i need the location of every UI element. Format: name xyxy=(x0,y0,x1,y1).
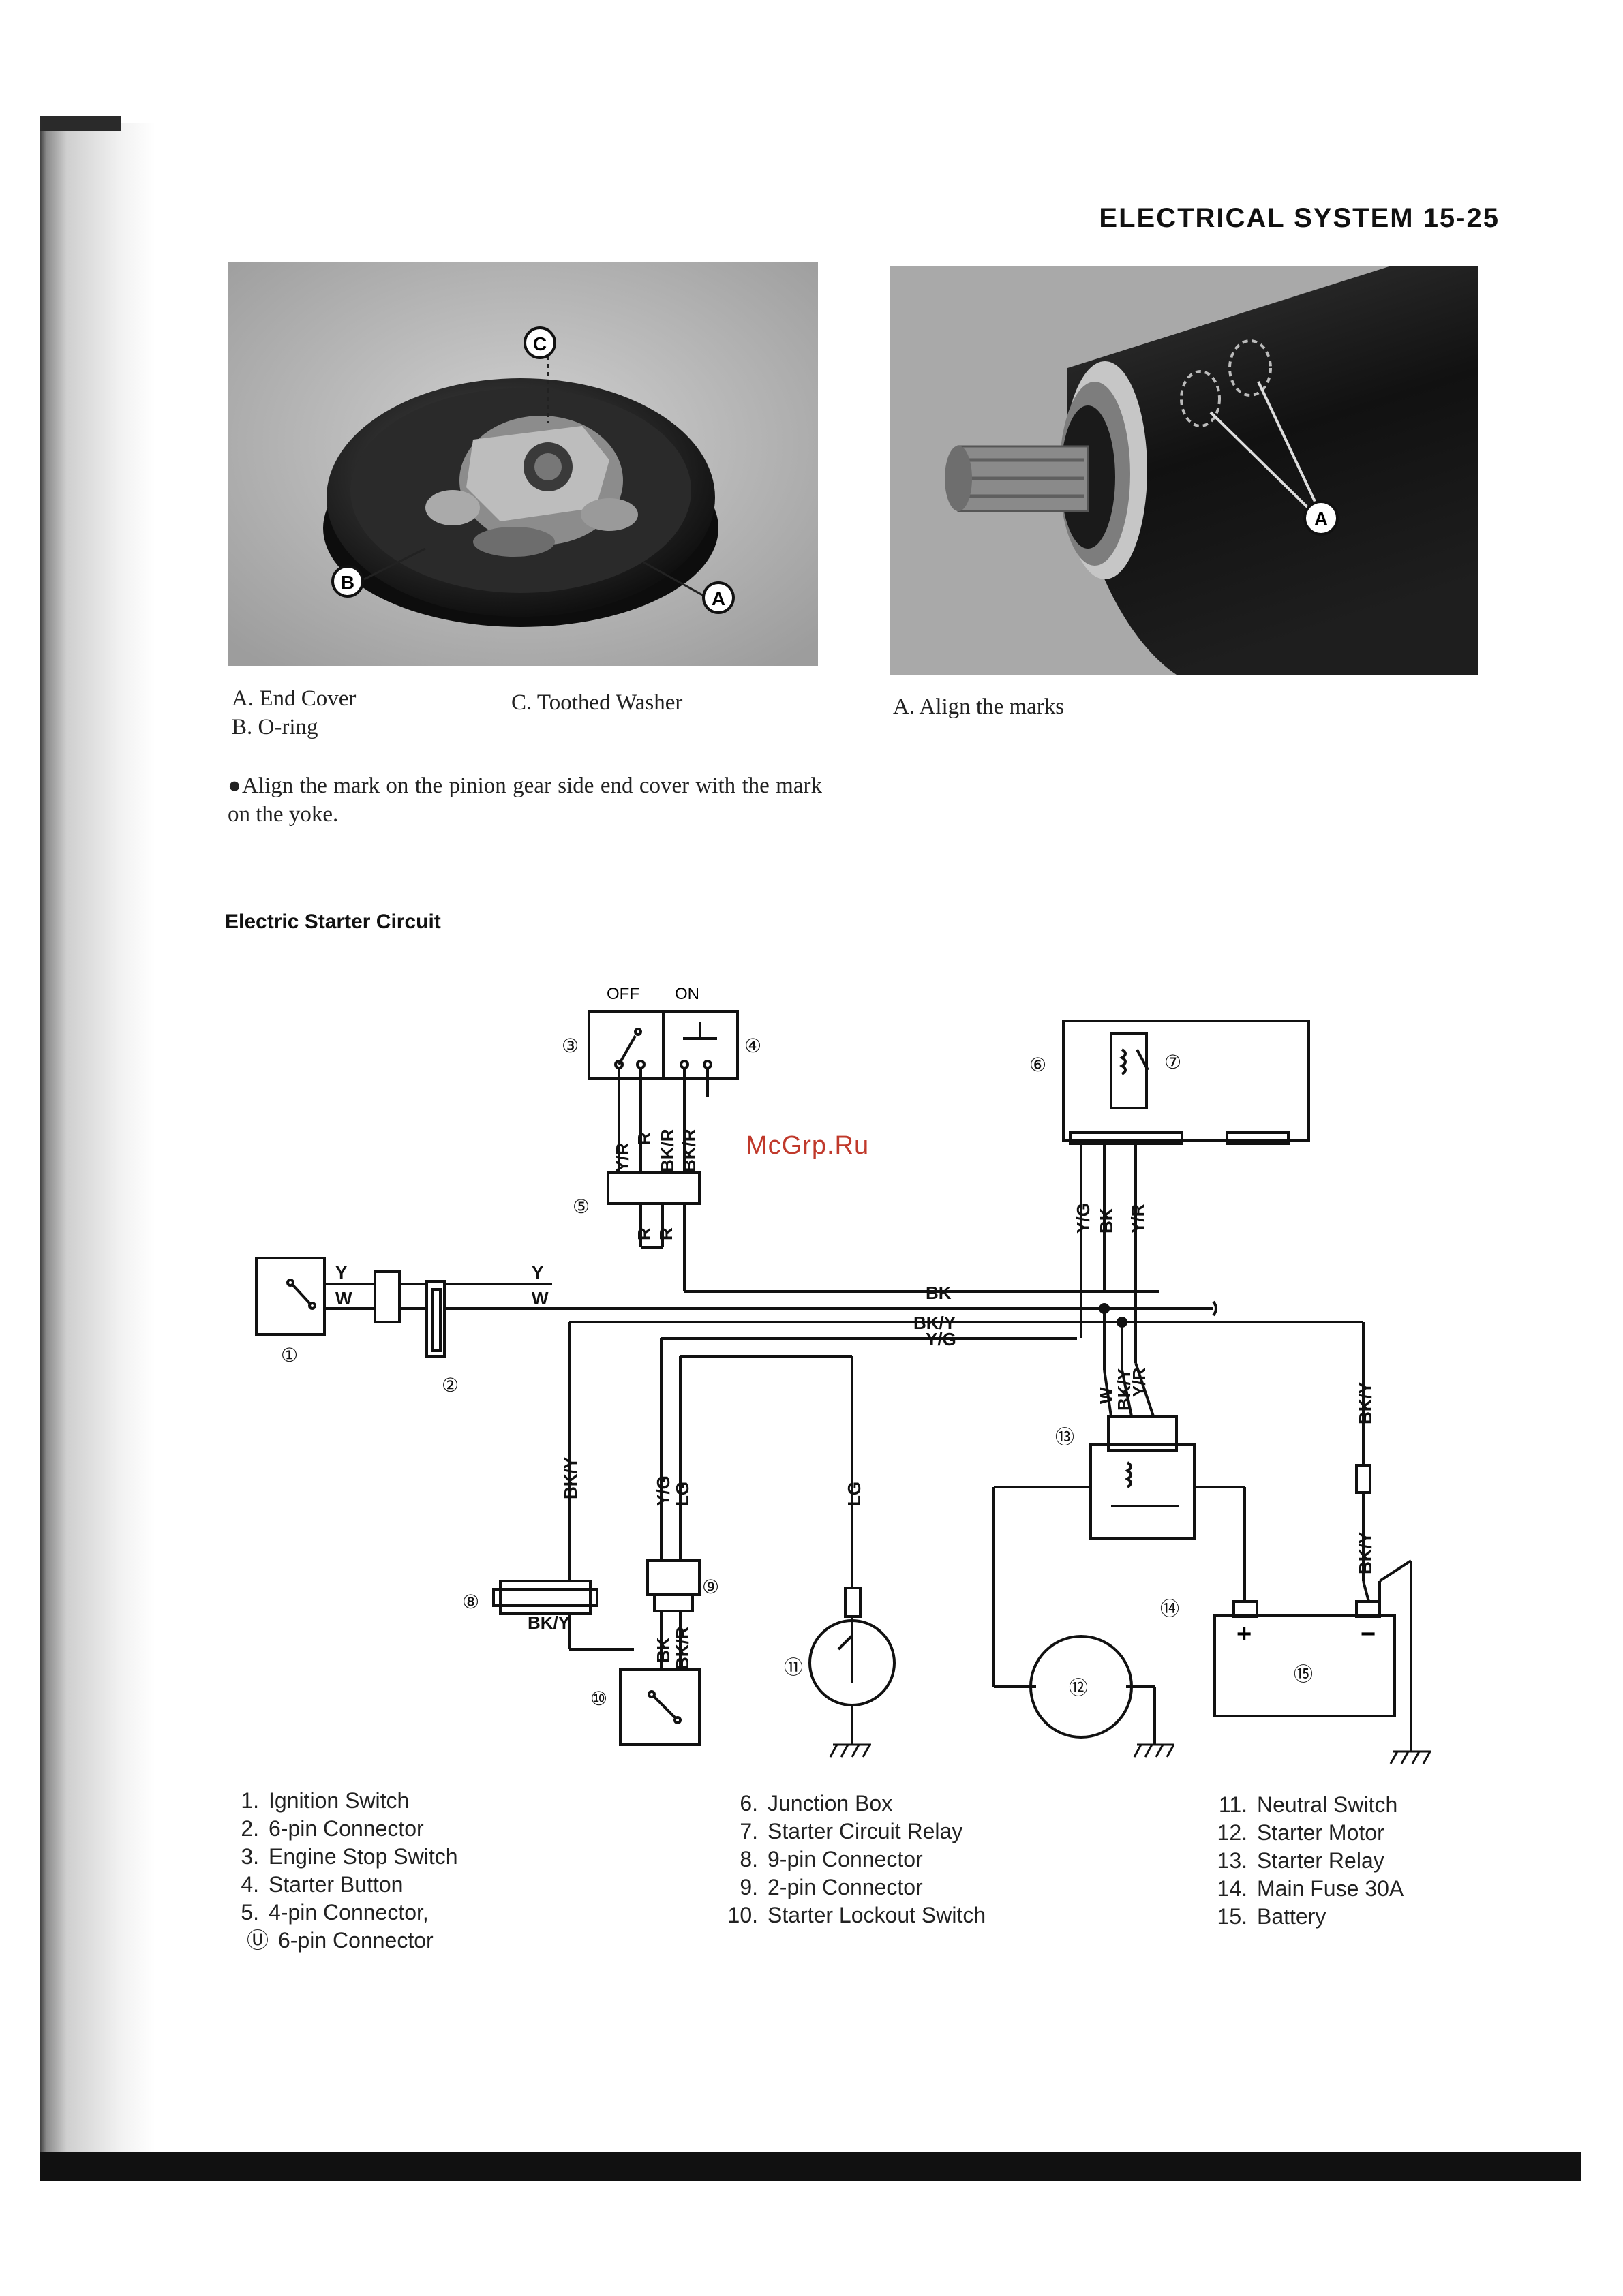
wire-y-right: Y xyxy=(532,1262,543,1283)
svg-text:B: B xyxy=(341,572,354,593)
page-header: ELECTRICAL SYSTEM 15-25 xyxy=(1099,203,1500,233)
wire-bkr-5b: BK/R xyxy=(679,1129,699,1172)
label-on: ON xyxy=(675,985,699,1003)
wire-w-13: W xyxy=(1096,1387,1117,1404)
legend-column-1: 1.Ignition Switch 2.6-pin Connector 3.En… xyxy=(218,1787,458,1955)
wire-yg-6: Y/G xyxy=(1073,1203,1093,1234)
wire-w-left: W xyxy=(335,1288,352,1308)
callout-b: B xyxy=(331,565,364,598)
legend-item: 9.2-pin Connector xyxy=(740,1875,923,1899)
wire-y-left: Y xyxy=(335,1262,347,1283)
wire-bky-batt-top: BK/Y xyxy=(1355,1382,1376,1424)
wire-r-5: R xyxy=(634,1132,654,1145)
legend-item: 2.6-pin Connector xyxy=(241,1816,424,1841)
legend-item: 5.4-pin Connector, xyxy=(241,1900,429,1925)
legend-item: 11.Neutral Switch xyxy=(1218,1792,1398,1817)
wire-bky-13: BK/Y xyxy=(1114,1368,1134,1411)
wire-yr-5: Y/R xyxy=(612,1142,633,1172)
wire-bk-main: BK xyxy=(926,1283,952,1303)
legend-item: 7.Starter Circuit Relay xyxy=(740,1819,963,1843)
wire-bky-8: BK/Y xyxy=(528,1612,570,1633)
callout-c: C xyxy=(524,326,556,359)
legend-item: 8.9-pin Connector xyxy=(740,1847,923,1871)
wire-bky-8-vert: BK/Y xyxy=(560,1457,581,1499)
callout-a: A xyxy=(702,581,735,614)
wire-bky-main: BK/Y xyxy=(913,1313,956,1333)
caption-o-ring: B. O-ring xyxy=(232,715,318,739)
svg-text:A: A xyxy=(712,588,725,609)
legend-item: 4.Starter Button xyxy=(241,1872,404,1897)
caption-end-cover: A. End Cover xyxy=(232,686,357,711)
left-photo-caption-ab: A. End Cover B. O-ring xyxy=(232,684,356,741)
caption-toothed-washer: C. Toothed Washer xyxy=(511,690,683,715)
wire-bkr-10: BK/R xyxy=(672,1626,693,1670)
wire-bk-6: BK xyxy=(1096,1208,1117,1234)
wire-lg-9: LG xyxy=(672,1482,693,1506)
num-8: ⑧ xyxy=(462,1591,479,1612)
legend-item: 13.Starter Relay xyxy=(1217,1848,1384,1873)
instruction-text: ●Align the mark on the pinion gear side … xyxy=(228,774,822,827)
num-13: ⑬ xyxy=(1055,1426,1074,1448)
legend-column-2: 6.Junction Box 7.Starter Circuit Relay 8… xyxy=(717,1790,986,1929)
num-4: ④ xyxy=(744,1035,761,1056)
wire-bk-10: BK xyxy=(653,1637,673,1663)
wire-r-below-b: R xyxy=(656,1227,676,1240)
wire-lg-11: LG xyxy=(844,1482,864,1506)
label-off: OFF xyxy=(607,985,639,1003)
starter-yoke-photo: A xyxy=(890,266,1478,675)
num-2: ② xyxy=(442,1375,459,1396)
legend-column-3: 11.Neutral Switch 12.Starter Motor 13.St… xyxy=(1207,1791,1404,1931)
end-cover-photo: C B A xyxy=(228,262,818,666)
num-1: ① xyxy=(281,1345,298,1366)
svg-text:C: C xyxy=(533,333,547,354)
scan-edge-mark xyxy=(40,116,121,131)
wire-yr-13: Y/R xyxy=(1129,1367,1149,1397)
num-14: ⑭ xyxy=(1160,1598,1179,1619)
callout-a: A xyxy=(1303,500,1339,536)
watermark: McGrp.Ru xyxy=(746,1131,870,1160)
num-15: ⑮ xyxy=(1294,1664,1313,1685)
wire-yg-9: Y/G xyxy=(653,1475,673,1506)
num-9: ⑨ xyxy=(702,1576,719,1597)
legend-item: 15.Battery xyxy=(1217,1904,1326,1929)
scan-margin xyxy=(0,0,40,2296)
wire-yg-main: Y/G xyxy=(926,1329,956,1349)
svg-text:A: A xyxy=(1314,508,1328,530)
legend-item: 1.Ignition Switch xyxy=(241,1788,410,1813)
legend-item: 6.Junction Box xyxy=(740,1791,893,1816)
starter-circuit-diagram: OFF ON ① ② ③ ④ ⑤ ⑥ ⑦ ⑧ ⑨ ⑩ ⑪ ⑫ ⑬ ⑭ ⑮ Y W… xyxy=(255,985,1431,1764)
num-11: ⑪ xyxy=(784,1657,803,1678)
legend-item: 10.Starter Lockout Switch xyxy=(727,1903,986,1927)
num-6: ⑥ xyxy=(1029,1054,1046,1075)
num-12: ⑫ xyxy=(1069,1677,1088,1698)
num-7: ⑦ xyxy=(1164,1052,1181,1073)
wire-bky-batt-bottom: BK/Y xyxy=(1355,1532,1376,1574)
num-10: ⑩ xyxy=(590,1688,607,1709)
battery-minus: − xyxy=(1361,1620,1376,1649)
scan-binding-shadow xyxy=(40,123,155,2154)
wire-yr-6: Y/R xyxy=(1127,1204,1148,1234)
battery-plus: + xyxy=(1237,1620,1252,1649)
legend-item: 12.Starter Motor xyxy=(1217,1820,1384,1845)
scan-bottom-edge xyxy=(40,2152,1581,2181)
wire-w-right: W xyxy=(532,1288,549,1308)
right-photo-caption: A. Align the marks xyxy=(893,694,1065,719)
section-title: Electric Starter Circuit xyxy=(225,910,441,933)
wire-bkr-5a: BK/R xyxy=(657,1129,678,1172)
num-5: ⑤ xyxy=(573,1196,590,1217)
legend-item: 14.Main Fuse 30A xyxy=(1217,1876,1404,1901)
wire-r-below-a: R xyxy=(634,1227,654,1240)
legend-item: 3.Engine Stop Switch xyxy=(241,1844,458,1869)
num-3: ③ xyxy=(562,1035,579,1056)
